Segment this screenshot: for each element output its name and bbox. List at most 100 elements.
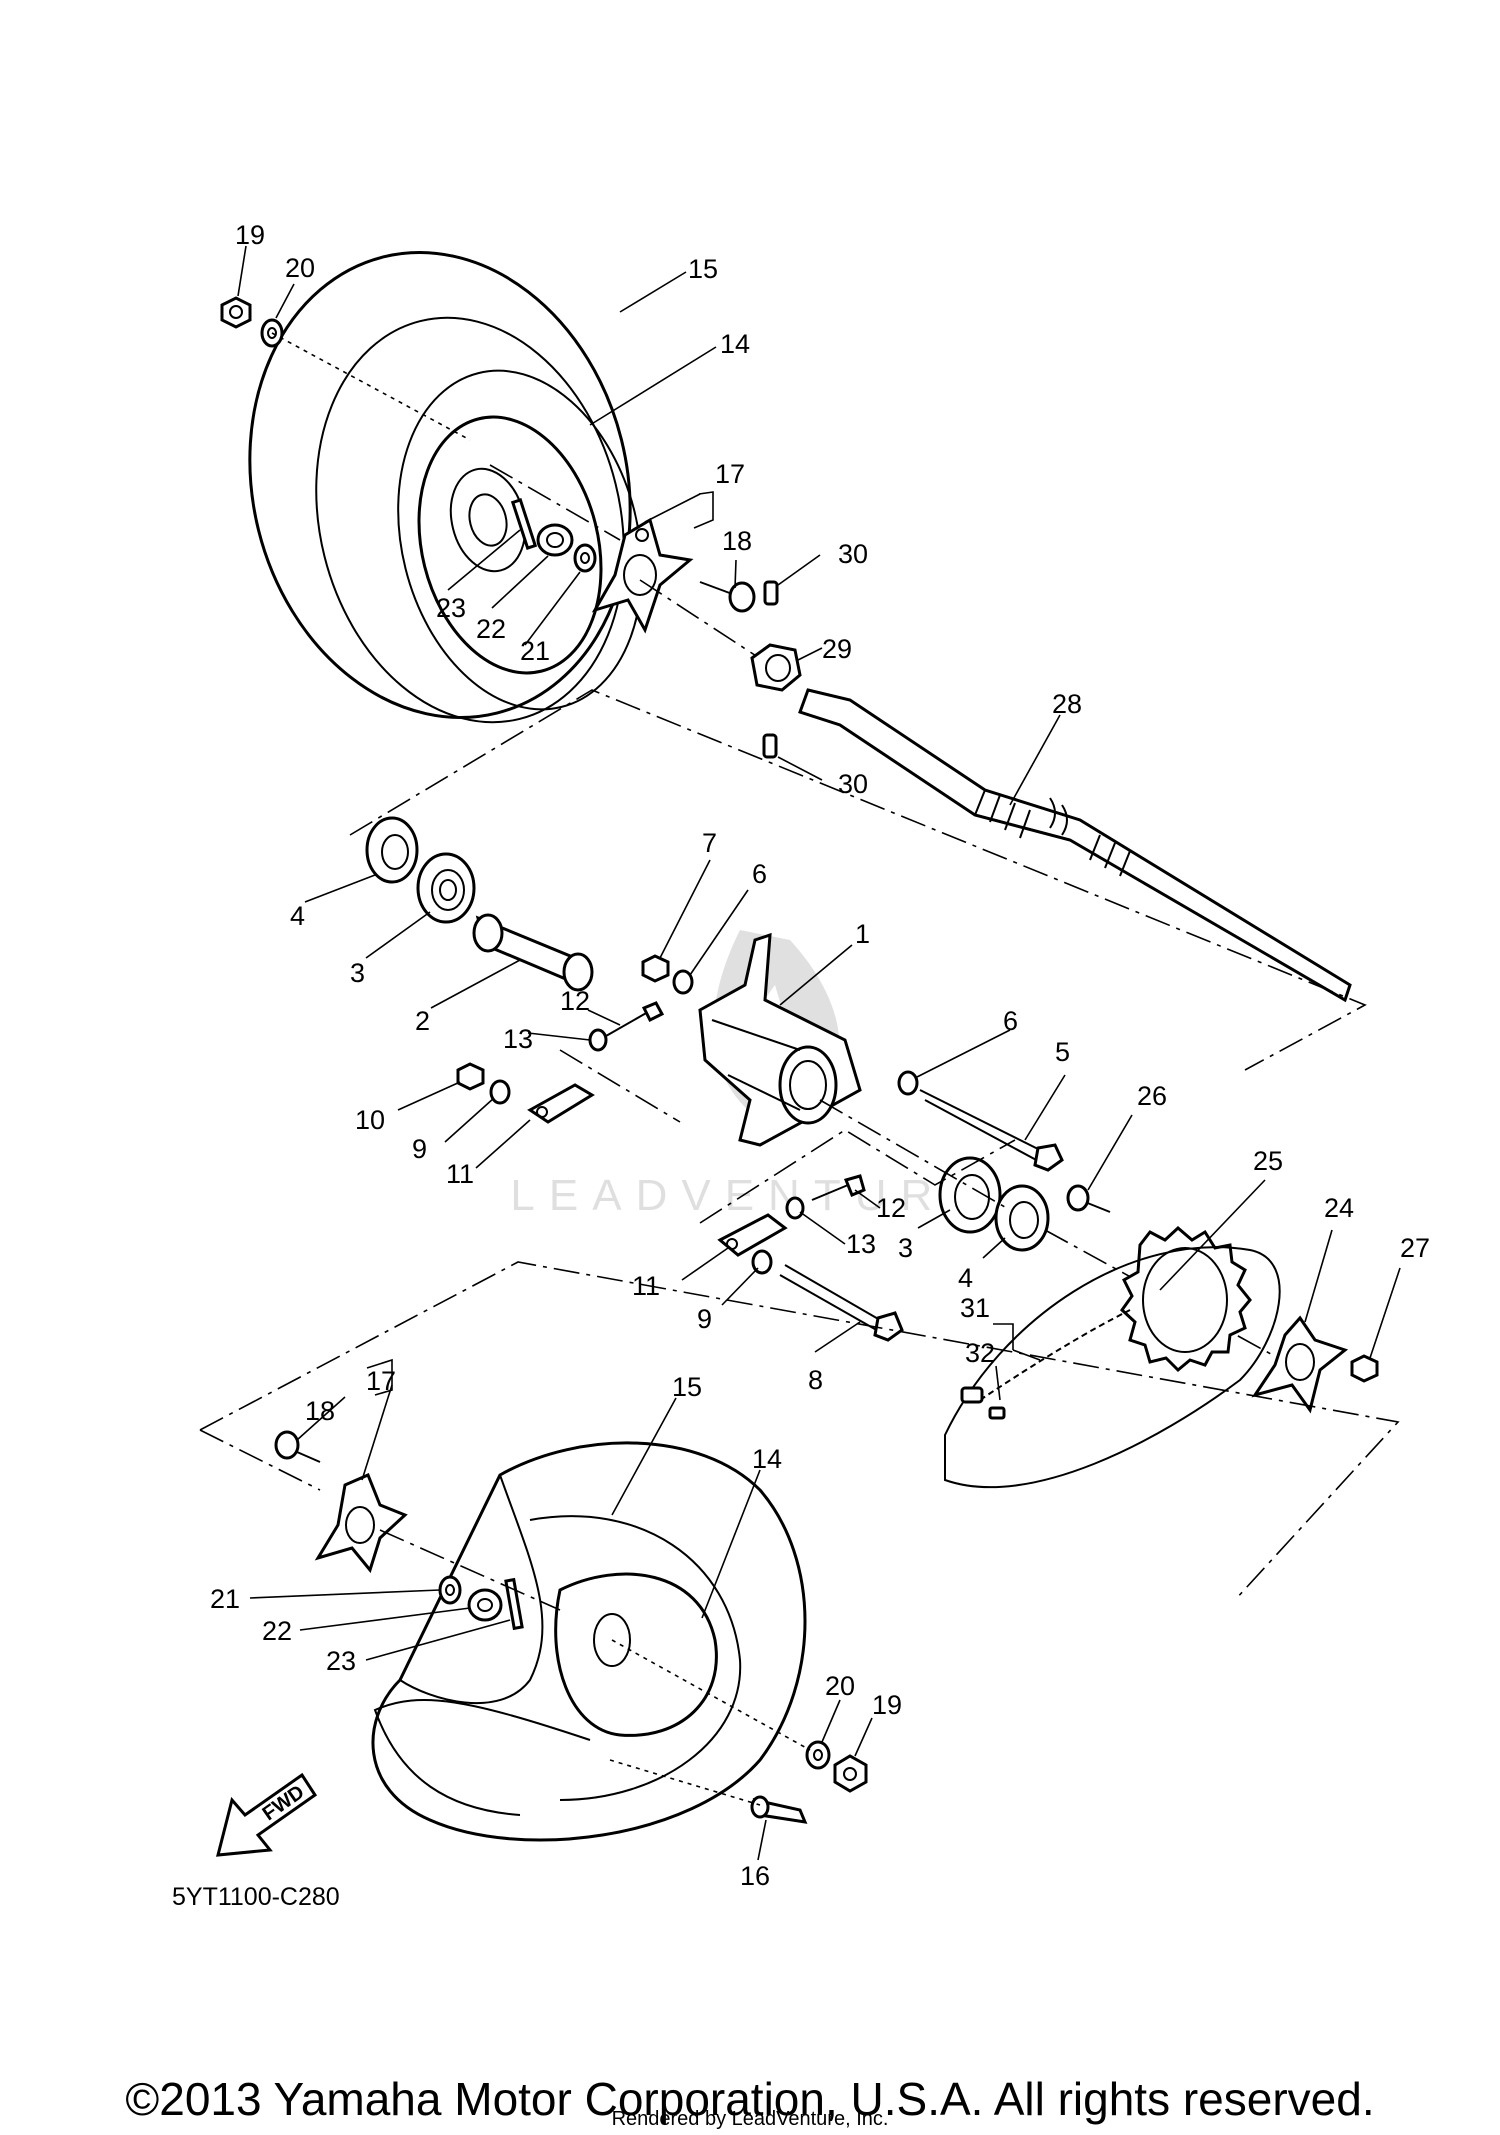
leader-lines [237, 245, 1401, 1861]
callout-3-right: 3 [898, 1233, 913, 1263]
callout-30-lower: 30 [838, 769, 868, 799]
callout-9-left: 9 [412, 1134, 427, 1164]
bearing-3-left [416, 852, 476, 924]
washer-9-left [489, 1079, 511, 1105]
bolt-18-lower [274, 1430, 321, 1463]
callout-25: 25 [1253, 1146, 1283, 1176]
callout-15-upper: 15 [688, 254, 718, 284]
callout-4-left: 4 [290, 901, 305, 931]
valve-stem-16 [750, 1795, 808, 1824]
callout-17-upper: 17 [715, 459, 745, 489]
callout-18-lower: 18 [305, 1396, 335, 1426]
callout-20-upper: 20 [285, 253, 315, 283]
callout-28: 28 [1052, 689, 1082, 719]
callout-14-upper: 14 [720, 329, 750, 359]
rear-axle-28 [798, 688, 1352, 1003]
washer-6-upper [672, 969, 694, 995]
oil-seal-4-left [365, 816, 419, 884]
callout-labels: 19 20 15 14 17 18 30 23 22 21 29 28 30 4… [210, 220, 1430, 1891]
callout-18-upper: 18 [722, 526, 752, 556]
callout-29: 29 [822, 634, 852, 664]
nut-19-lower [833, 1754, 868, 1793]
upper-wheel-assembly [220, 251, 771, 724]
bolt-5 [919, 1089, 1064, 1172]
callout-20-lower: 20 [825, 1671, 855, 1701]
bolt-12-left [605, 1001, 665, 1037]
callout-6-upper: 6 [752, 859, 767, 889]
callout-4-right: 4 [958, 1263, 973, 1293]
bearing-3-right [938, 1156, 1002, 1234]
callout-24: 24 [1324, 1193, 1354, 1223]
callout-16: 16 [740, 1861, 770, 1891]
callout-1: 1 [855, 919, 870, 949]
castle-nut-22-upper [536, 523, 574, 557]
callout-9-right: 9 [697, 1304, 712, 1334]
callout-22-upper: 22 [476, 614, 506, 644]
callout-23-lower: 23 [326, 1646, 356, 1676]
bolt-26 [1066, 1184, 1111, 1213]
nut-19-upper [220, 296, 252, 329]
callout-22-lower: 22 [262, 1616, 292, 1646]
washer-20-lower [805, 1740, 831, 1770]
chain-joint-32 [960, 1386, 1006, 1420]
hub-17-upper [591, 517, 694, 634]
adjuster-11-left [527, 1083, 595, 1124]
diagram-code: 5YT1100-C280 [172, 1883, 340, 1911]
callout-31: 31 [960, 1293, 990, 1323]
lower-wheel-assembly [274, 1430, 868, 1842]
nut-27 [1350, 1354, 1379, 1383]
nut-7 [641, 954, 670, 983]
callout-30-upper: 30 [838, 539, 868, 569]
hub-17-lower [314, 1473, 408, 1574]
washer-9-right [751, 1249, 773, 1275]
cotter-pin-23-upper [510, 498, 538, 550]
callout-5: 5 [1055, 1037, 1070, 1067]
bearing-housing-1 [698, 932, 862, 1147]
callout-26: 26 [1137, 1081, 1167, 1111]
callout-21-lower: 21 [210, 1584, 240, 1614]
wheel-rim-lower [373, 1572, 718, 1816]
rendered-by-credit: Rendered by LeadVenture, Inc. [611, 2108, 889, 2130]
callout-19-lower: 19 [872, 1690, 902, 1720]
washer-13-left [588, 1028, 608, 1052]
washer-13-right [785, 1196, 805, 1220]
callout-8: 8 [808, 1365, 823, 1395]
callout-12-right: 12 [876, 1193, 906, 1223]
nut-10 [456, 1062, 485, 1091]
sprocket-hub-24 [1251, 1315, 1349, 1414]
callout-23-upper: 23 [436, 593, 466, 623]
fwd-arrow-icon: FWD [216, 1772, 318, 1857]
callout-6-lower: 6 [1003, 1006, 1018, 1036]
callout-13-left: 13 [503, 1024, 533, 1054]
drive-chain-31 [944, 1246, 1281, 1489]
callout-15-lower: 15 [672, 1372, 702, 1402]
adjuster-11-right [717, 1213, 788, 1257]
callout-11-right: 11 [632, 1271, 660, 1301]
watermark-text: LEADVENTURE [510, 1171, 989, 1220]
callout-27: 27 [1400, 1233, 1430, 1263]
callout-10: 10 [355, 1105, 385, 1135]
callout-19-upper: 19 [235, 220, 265, 250]
bolt-18-upper [699, 581, 756, 613]
callout-11-left: 11 [446, 1159, 474, 1189]
spacer-tube-2 [472, 913, 594, 992]
callout-13-right: 13 [846, 1229, 876, 1259]
oil-seal-4-right [994, 1184, 1050, 1252]
bolt-12-right [811, 1174, 866, 1201]
washer-6-lower [897, 1070, 919, 1096]
callout-32: 32 [965, 1338, 995, 1368]
washer-21-lower [438, 1575, 462, 1605]
set-screw-30-bottom [762, 733, 778, 759]
copyright-notice: ©2013 Yamaha Motor Corporation, U.S.A. A… [125, 2073, 1375, 2125]
callout-2: 2 [415, 1006, 430, 1036]
cotter-pin-23-lower [504, 1577, 524, 1631]
set-screw-30-top [763, 580, 779, 606]
callout-21-upper: 21 [520, 636, 550, 666]
bolt-8 [779, 1264, 904, 1342]
callout-7: 7 [702, 828, 717, 858]
callout-17-lower: 17 [366, 1366, 396, 1396]
lock-nut-29 [750, 643, 802, 692]
callout-3-left: 3 [350, 958, 365, 988]
sprocket-25 [1120, 1225, 1252, 1373]
